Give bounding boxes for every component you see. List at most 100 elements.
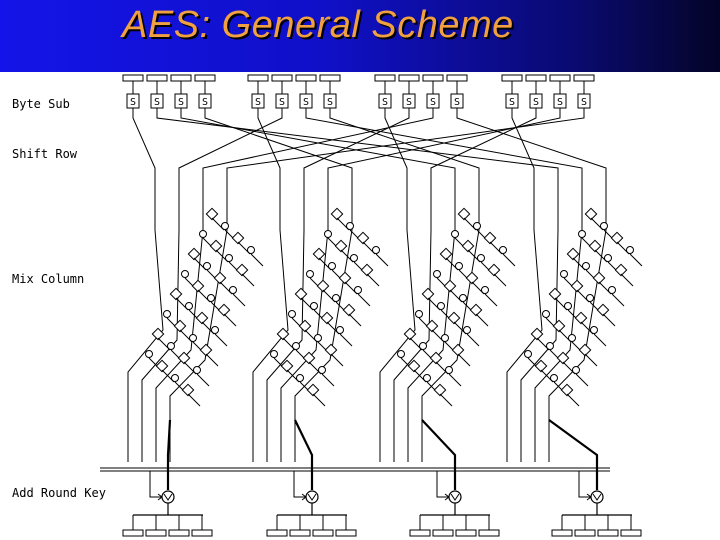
mix-mult-block (334, 239, 348, 253)
mix-xor-node (314, 334, 322, 342)
mix-wire (266, 182, 305, 462)
mix-xor-node (292, 342, 300, 350)
sbox-label: S (382, 97, 388, 108)
mix-mult-block (443, 279, 457, 293)
mix-wire (169, 182, 228, 462)
mix-xor-node (288, 310, 296, 318)
mix-wire (294, 182, 353, 462)
label-byte-sub: Byte Sub (12, 97, 70, 111)
mix-xor-node (433, 270, 441, 278)
shift-row-wire (327, 108, 561, 182)
mix-xor-node (477, 254, 485, 262)
mix-xor-node (189, 334, 197, 342)
mix-xor-node (451, 230, 459, 238)
key-feed-wire (436, 471, 448, 498)
mix-mult-block (566, 247, 580, 261)
mix-xor-node (441, 334, 449, 342)
mix-xor-node (203, 262, 211, 270)
mix-link (584, 353, 598, 367)
output-byte-box (335, 529, 357, 537)
mix-xor-node (572, 366, 580, 374)
mix-xor-node (328, 262, 336, 270)
mix-mult-block (534, 359, 548, 373)
mix-link (466, 333, 480, 347)
mix-wire (506, 182, 543, 462)
output-byte-box (168, 529, 190, 537)
mix-column-network (252, 182, 389, 490)
mix-mult-block (447, 311, 461, 325)
mix-xor-node (171, 374, 179, 382)
mix-mult-block (584, 207, 598, 221)
mix-xor-node (546, 342, 554, 350)
sbox-label: S (327, 97, 333, 108)
mix-mult-block (570, 279, 584, 293)
mix-mult-block (421, 287, 435, 301)
input-byte-box (398, 74, 420, 82)
mix-output-bus (166, 419, 172, 490)
mix-mult-block (213, 271, 227, 285)
shift-row-wire (178, 108, 283, 182)
mix-link (187, 393, 201, 407)
xor-node (590, 490, 604, 504)
input-byte-box (422, 74, 444, 82)
mix-xor-node (163, 310, 171, 318)
mix-xor-node (336, 326, 344, 334)
mix-link (312, 393, 326, 407)
input-byte-box (247, 74, 269, 82)
mix-xor-node (332, 294, 340, 302)
output-byte-box (122, 529, 144, 537)
mix-xor-node (459, 294, 467, 302)
slide-title: AES: General Scheme (122, 4, 514, 46)
mix-xor-node (455, 262, 463, 270)
mix-wire (520, 182, 559, 462)
mix-xor-node (564, 302, 572, 310)
mix-xor-node (626, 246, 634, 254)
mix-wire (407, 182, 456, 462)
mix-mult-block (330, 207, 344, 221)
mix-xor-node (310, 302, 318, 310)
mix-output-bus (294, 419, 314, 490)
mix-xor-node (445, 366, 453, 374)
mix-xor-node (185, 302, 193, 310)
mix-xor-node (193, 366, 201, 374)
mix-link (196, 373, 210, 387)
mix-xor-node (350, 254, 358, 262)
shift-row-wires (132, 108, 607, 182)
xor-symbol (307, 493, 317, 501)
mix-link (241, 273, 255, 287)
output-byte-tree (122, 503, 213, 537)
mix-mult-block (312, 247, 326, 261)
mix-xor-node (318, 366, 326, 374)
mix-xor-node (181, 270, 189, 278)
mix-mult-block (294, 287, 308, 301)
mix-xor-node (463, 326, 471, 334)
mix-wire (252, 182, 289, 462)
shift-row-wire (202, 108, 434, 182)
mix-link (348, 313, 362, 327)
output-byte-box (289, 529, 311, 537)
shift-row-wire (257, 108, 281, 182)
mix-mult-block (552, 319, 566, 333)
mix-link (602, 313, 616, 327)
mix-link (321, 373, 335, 387)
mix-xor-node (397, 350, 405, 358)
shift-row-wire (180, 108, 456, 182)
mix-mult-block (199, 343, 213, 357)
xor-symbol (163, 493, 173, 501)
label-shift-row: Shift Row (12, 147, 78, 161)
mix-wire (127, 182, 164, 462)
mix-column-network (127, 182, 264, 490)
sbox-label: S (406, 97, 412, 108)
mix-mult-block (181, 383, 195, 397)
mix-link (250, 253, 264, 267)
mix-mult-block (360, 263, 374, 277)
mix-link (475, 313, 489, 327)
mix-xor-node (296, 374, 304, 382)
sbox-label: S (130, 97, 136, 108)
xor-symbol (450, 493, 460, 501)
sbox-label: S (255, 97, 261, 108)
mix-wire (421, 182, 480, 462)
mix-link (330, 353, 344, 367)
mix-link (339, 333, 353, 347)
output-byte-tree (409, 503, 500, 537)
